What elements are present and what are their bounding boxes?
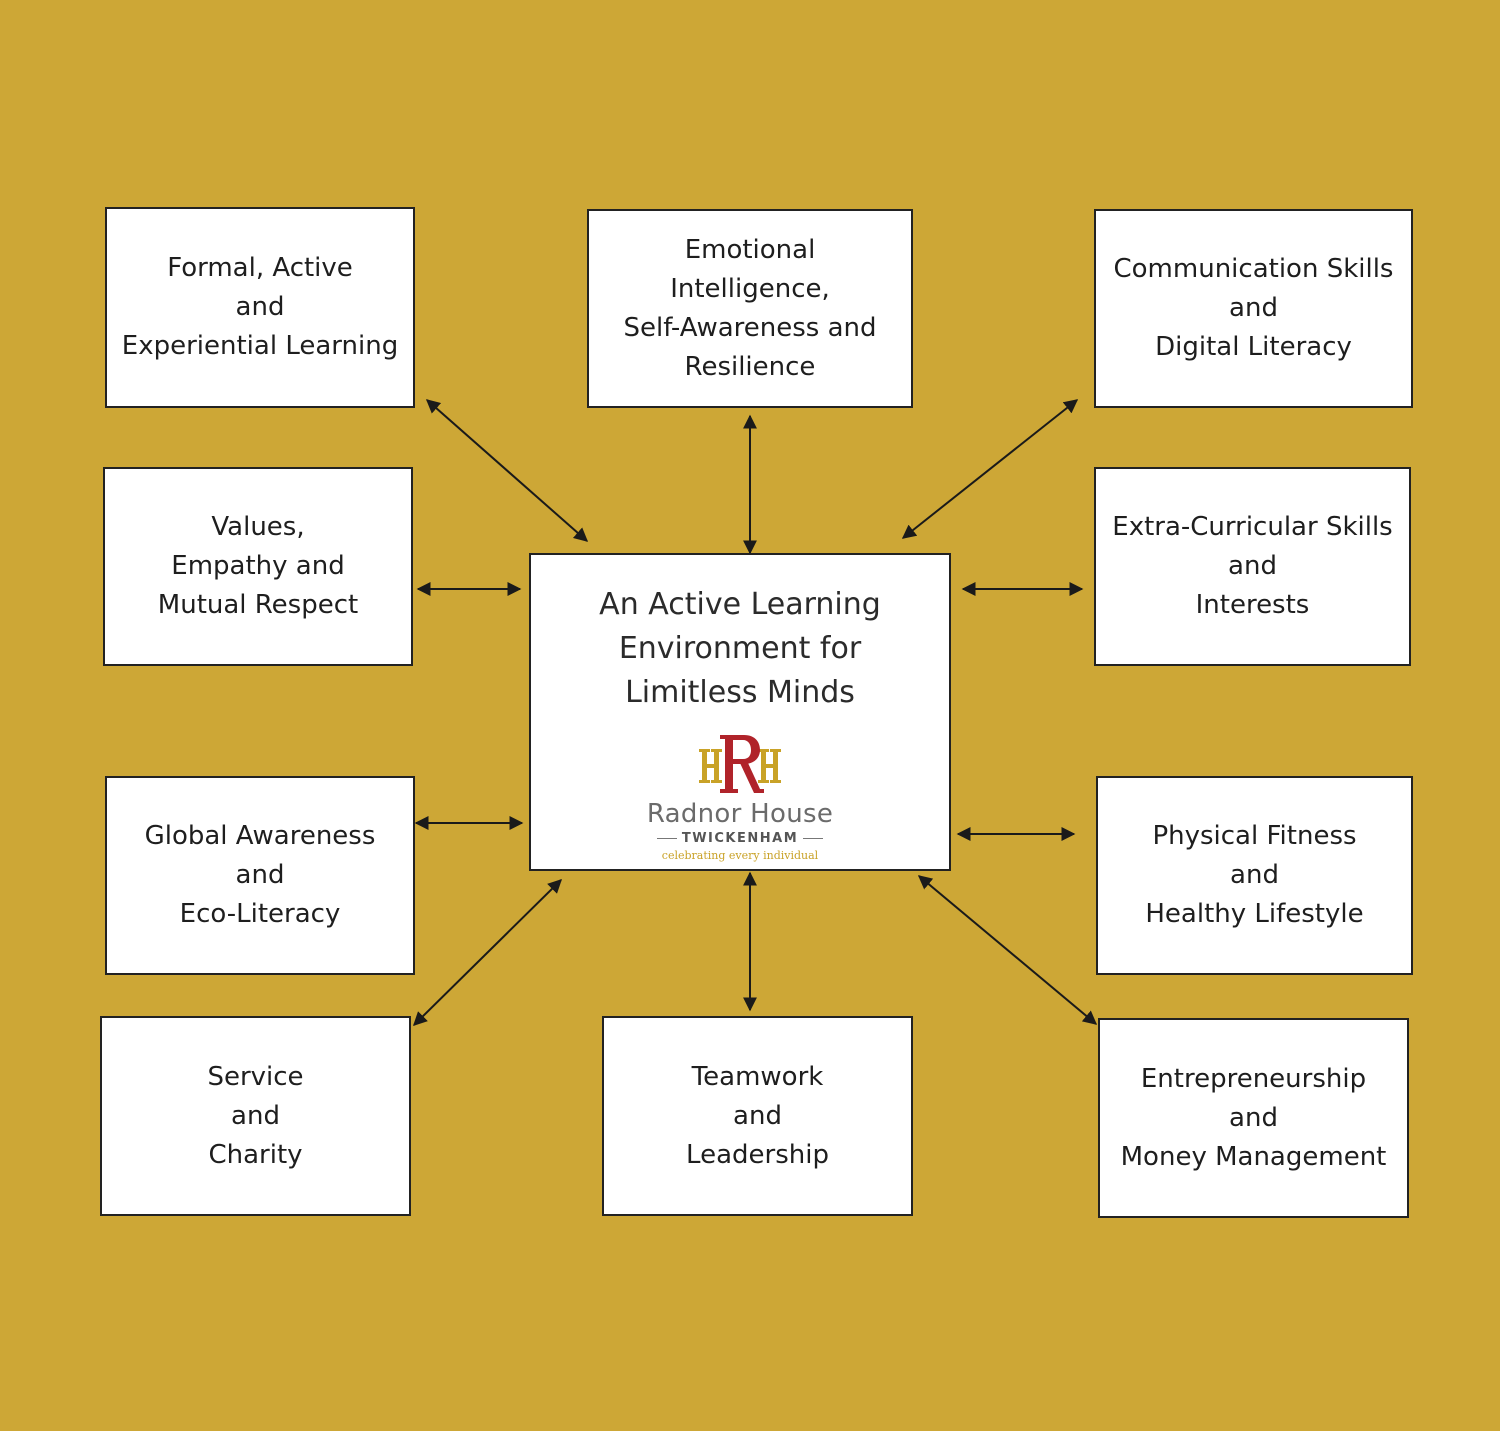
node-line: Formal, Active <box>167 253 353 283</box>
node-line: and <box>231 1100 280 1131</box>
node-line: Values, <box>211 512 305 542</box>
center-title-line: Limitless Minds <box>625 675 855 710</box>
node-formal-learning: Formal, Active and Experiential Learning <box>105 207 415 408</box>
node-global-awareness: Global Awareness and Eco-Literacy <box>105 776 415 975</box>
logo-rule-right <box>803 838 824 839</box>
center-title-line: Environment for <box>618 631 862 666</box>
node-line: Healthy Lifestyle <box>1145 899 1364 929</box>
node-line: Service <box>207 1061 304 1092</box>
center-node: An Active Learning Environment for Limit… <box>529 553 951 871</box>
node-line: Mutual Respect <box>157 590 359 620</box>
node-line: and <box>235 860 285 890</box>
node-line: Global Awareness <box>144 821 376 851</box>
logo-name: Radnor House <box>646 799 834 829</box>
node-communication-skills: Communication Skills and Digital Literac… <box>1094 209 1413 408</box>
node-line: Experiential Learning <box>121 331 399 361</box>
node-line: and <box>1229 293 1278 323</box>
arrow-communication <box>901 399 1079 539</box>
arrow-entrepreneurship <box>917 875 1098 1025</box>
node-values: Values, Empathy and Mutual Respect <box>103 467 413 666</box>
radnor-house-logo: Radnor House TWICKENHAM celebrating ever… <box>647 733 833 862</box>
node-entrepreneurship: Entrepreneurship and Money Management <box>1098 1018 1409 1218</box>
node-line: Empathy and <box>171 551 345 581</box>
node-line: Money Management <box>1120 1141 1387 1172</box>
center-title-line: An Active Learning <box>599 587 881 622</box>
node-line: Eco-Literacy <box>179 899 341 929</box>
node-extracurricular: Extra-Curricular Skills and Interests <box>1094 467 1411 666</box>
hrh-monogram-icon <box>698 735 781 793</box>
node-line: Teamwork <box>691 1061 824 1092</box>
node-line: Entrepreneurship <box>1140 1063 1367 1094</box>
node-physical-fitness: Physical Fitness and Healthy Lifestyle <box>1096 776 1413 975</box>
logo-tagline: celebrating every individual <box>661 849 819 862</box>
node-line: Intelligence, <box>670 273 830 304</box>
logo-location-row: TWICKENHAM <box>652 831 828 846</box>
node-line: Communication Skills <box>1113 254 1394 284</box>
node-line: and <box>1229 1102 1278 1133</box>
node-line: Self-Awareness and <box>623 312 877 343</box>
node-line: and <box>235 292 285 322</box>
node-line: Leadership <box>686 1139 829 1170</box>
node-line: Charity <box>208 1139 303 1170</box>
arrow-service <box>413 879 562 1026</box>
node-line: Digital Literacy <box>1155 332 1352 362</box>
node-line: Physical Fitness <box>1152 821 1357 851</box>
node-line: and <box>733 1100 782 1131</box>
node-line: and <box>1228 551 1277 581</box>
node-teamwork-leadership: Teamwork and Leadership <box>602 1016 913 1216</box>
node-line: Extra-Curricular Skills <box>1112 512 1393 542</box>
arrow-formal <box>425 399 589 542</box>
node-line: Resilience <box>684 351 816 382</box>
node-line: Interests <box>1195 590 1310 620</box>
node-line: and <box>1230 860 1279 890</box>
node-emotional-intelligence: Emotional Intelligence, Self-Awareness a… <box>587 209 913 408</box>
logo-location: TWICKENHAM <box>681 831 799 846</box>
logo-rule-left <box>656 838 677 839</box>
node-service-charity: Service and Charity <box>100 1016 411 1216</box>
node-line: Emotional <box>684 234 816 265</box>
center-title: An Active Learning Environment for Limit… <box>599 583 881 715</box>
